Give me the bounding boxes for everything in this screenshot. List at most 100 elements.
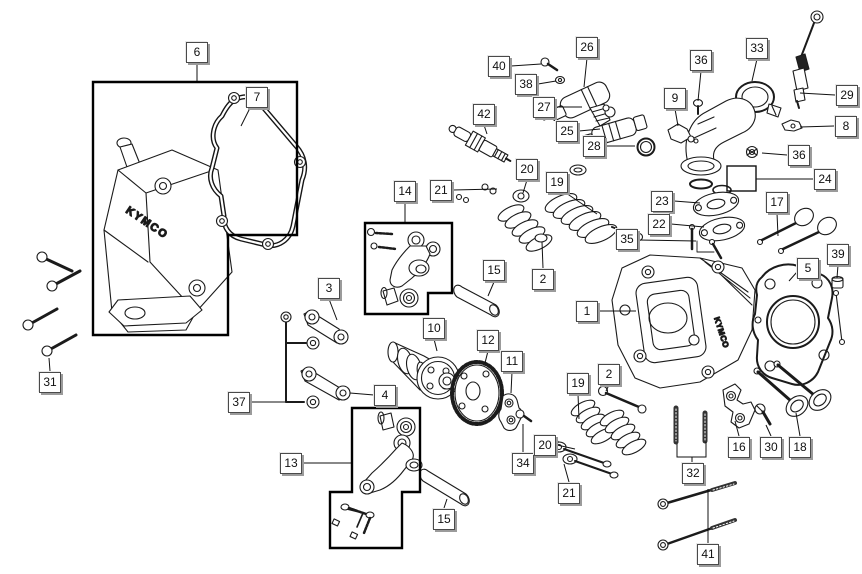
wire-clip-part <box>781 119 803 132</box>
callout-5[interactable]: 5 <box>797 257 819 279</box>
leader-line-12 <box>484 350 489 364</box>
nut-36-part <box>745 145 759 159</box>
callout-24[interactable]: 24 <box>814 168 836 190</box>
callout-12[interactable]: 12 <box>477 329 499 351</box>
callout-15[interactable]: 15 <box>433 508 455 530</box>
callout-13[interactable]: 13 <box>280 452 302 474</box>
leader-line-8 <box>799 125 835 128</box>
callout-10[interactable]: 10 <box>423 317 445 339</box>
cam-sprocket-part <box>450 360 504 426</box>
callout-16[interactable]: 16 <box>728 436 750 458</box>
callout-14[interactable]: 14 <box>394 180 416 202</box>
rocker-assembly-upper-part <box>366 227 441 308</box>
leader-line-20 <box>522 179 528 194</box>
callout-23[interactable]: 23 <box>651 190 673 212</box>
callout-8[interactable]: 8 <box>835 115 857 137</box>
leader-line-10 <box>433 338 438 352</box>
long-bolts-part <box>657 481 737 551</box>
callout-38[interactable]: 38 <box>515 73 537 95</box>
callout-3[interactable]: 3 <box>318 277 340 299</box>
callout-1[interactable]: 1 <box>576 300 598 322</box>
callout-21[interactable]: 21 <box>558 482 580 504</box>
rocker-arm-upper-group-box <box>363 221 454 316</box>
callout-9[interactable]: 9 <box>664 87 686 109</box>
callout-2[interactable]: 2 <box>598 363 620 385</box>
oil-dipstick-part <box>792 10 824 109</box>
callout-33[interactable]: 33 <box>746 37 768 59</box>
rocker-assembly-lower-part <box>331 411 423 540</box>
leader-line-15 <box>487 281 495 297</box>
screw-40-part <box>540 57 559 72</box>
throttle-clamp-part <box>735 81 782 118</box>
leader-line-4 <box>349 392 375 396</box>
chain-guide-part <box>498 393 523 431</box>
callout-6[interactable]: 6 <box>186 41 208 63</box>
callout-25[interactable]: 25 <box>556 120 578 142</box>
retainer-assemblies-lower-part <box>548 439 619 479</box>
callout-29[interactable]: 29 <box>836 84 858 106</box>
spring-retainer-upper-part <box>512 164 587 203</box>
callout-35[interactable]: 35 <box>616 228 638 250</box>
rocker-arm-lower-group-box <box>328 406 422 550</box>
valve-springs-lower-part <box>570 399 647 456</box>
stud-bracket-part <box>280 311 320 409</box>
callout-20[interactable]: 20 <box>516 158 538 180</box>
callout-30[interactable]: 30 <box>760 436 782 458</box>
callout-22[interactable]: 22 <box>648 213 670 235</box>
callout-36[interactable]: 36 <box>788 144 810 166</box>
leader-line-3 <box>328 298 338 321</box>
callout-39[interactable]: 39 <box>827 243 849 265</box>
leader-line-33 <box>751 58 758 82</box>
leader-line-11 <box>510 371 513 394</box>
callout-31[interactable]: 31 <box>39 371 61 393</box>
leader-line-19 <box>577 393 580 420</box>
callout-11[interactable]: 11 <box>501 350 523 372</box>
callout-34[interactable]: 34 <box>512 452 534 474</box>
leader-line-17 <box>776 212 779 237</box>
head-studs-part <box>673 405 708 445</box>
leader-line-23 <box>673 200 701 204</box>
leader-line-30 <box>765 424 772 437</box>
callout-15[interactable]: 15 <box>483 259 505 281</box>
callout-17[interactable]: 17 <box>766 191 788 213</box>
callout-37[interactable]: 37 <box>228 391 250 413</box>
valves-18-part <box>753 360 832 417</box>
callout-27[interactable]: 27 <box>533 96 555 118</box>
leader-line-19 <box>565 192 598 215</box>
callout-26[interactable]: 26 <box>576 36 598 58</box>
cover-bolts-part <box>22 251 82 357</box>
leader-line-36 <box>697 70 702 102</box>
callout-32[interactable]: 32 <box>682 462 704 484</box>
callout-19[interactable]: 19 <box>567 372 589 394</box>
callout-20[interactable]: 20 <box>534 434 556 456</box>
callout-4[interactable]: 4 <box>374 384 396 406</box>
leader-line-5 <box>788 271 798 282</box>
leader-line-16 <box>734 420 740 437</box>
leader-line-18 <box>795 412 801 437</box>
leader-line-15 <box>443 498 448 509</box>
callout-36[interactable]: 36 <box>690 49 712 71</box>
leader-line-29 <box>799 92 836 96</box>
tensioner-screw-part <box>754 403 772 426</box>
callout-2[interactable]: 2 <box>532 268 554 290</box>
valve-cotters-upper-part <box>455 183 497 204</box>
leader-line-26 <box>583 57 588 88</box>
callout-21[interactable]: 21 <box>430 179 452 201</box>
callout-28[interactable]: 28 <box>583 135 605 157</box>
leader-lines-layer <box>48 57 839 543</box>
leader-line-21 <box>452 188 498 191</box>
leader-line-25 <box>578 128 601 132</box>
callout-19[interactable]: 19 <box>546 171 568 193</box>
insulator-gasket-22-part <box>698 216 746 242</box>
callout-40[interactable]: 40 <box>488 55 510 77</box>
callout-41[interactable]: 41 <box>697 543 719 565</box>
callout-7[interactable]: 7 <box>246 86 268 108</box>
head-gasket-part <box>751 263 834 386</box>
callout-42[interactable]: 42 <box>473 103 495 125</box>
guide-bolt-part <box>515 409 533 423</box>
cap-38-part <box>554 75 566 85</box>
callout-18[interactable]: 18 <box>789 436 811 458</box>
cylinder-head-part: KYMCO <box>611 254 756 389</box>
